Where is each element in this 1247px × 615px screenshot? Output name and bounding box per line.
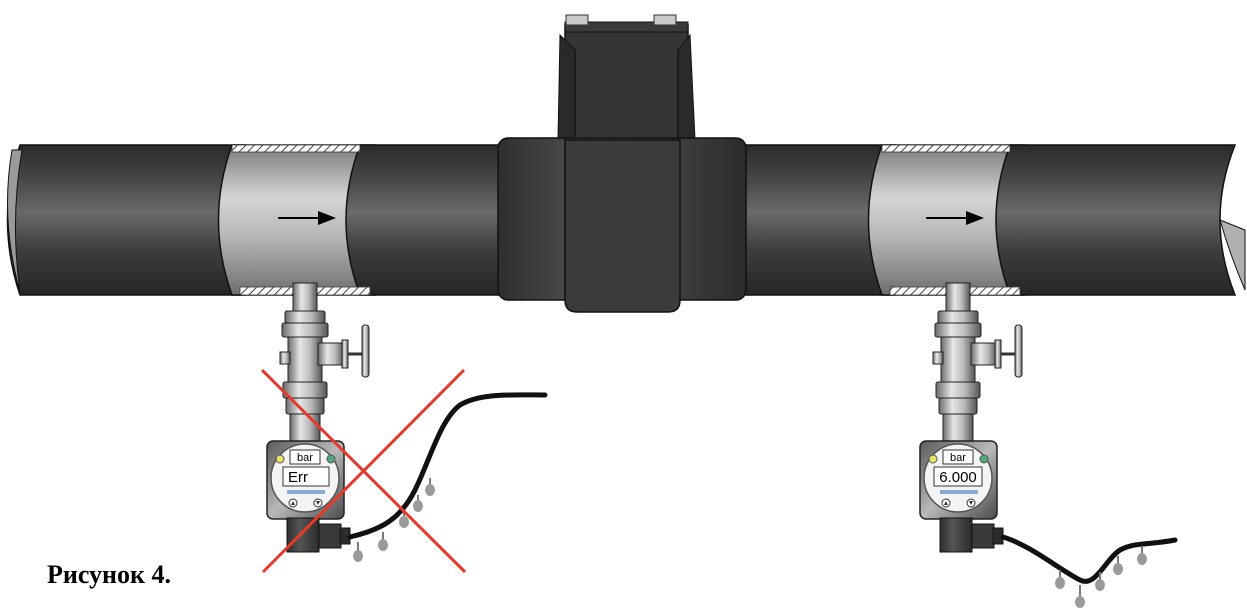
bolt-right-icon (653, 14, 677, 26)
flowmeter-body (497, 137, 747, 313)
flow-arrow-icon (926, 211, 984, 225)
water-drop-icon (1137, 546, 1147, 565)
cable-right (1000, 534, 1178, 584)
pipeline (6, 144, 1246, 296)
flowmeter-head (557, 14, 696, 141)
water-drop-icon (1095, 572, 1105, 591)
water-drop-icon (413, 495, 423, 512)
bolt-left-icon (565, 14, 589, 26)
sensor-assembly-right: bar 6.000 (919, 282, 1178, 584)
cable-left (347, 392, 548, 540)
water-drop-icon (1075, 585, 1085, 608)
led-green-icon (326, 454, 336, 464)
water-drops-right (1055, 546, 1147, 608)
led-yellow-icon (928, 454, 938, 464)
unit-label-left: bar (297, 452, 313, 464)
led-green-icon (979, 454, 989, 464)
display-value-right: 6.000 (939, 469, 977, 486)
water-drop-icon (1113, 556, 1123, 575)
water-drops-left (353, 478, 435, 562)
water-drop-icon (353, 542, 363, 562)
flow-arrow-icon (278, 211, 336, 225)
valve-handle-left[interactable] (361, 324, 370, 378)
led-yellow-icon (275, 454, 285, 464)
water-drop-icon (378, 532, 388, 551)
brand-logo-right (940, 490, 978, 494)
water-drop-icon (425, 478, 435, 496)
display-value-left: Err (288, 469, 308, 486)
valve-handle-right[interactable] (1014, 324, 1023, 378)
cross-mark-icon (260, 368, 467, 574)
water-drop-icon (1055, 570, 1065, 589)
unit-label-right: bar (950, 452, 966, 464)
brand-logo-left (287, 490, 325, 494)
sensor-assembly-left: bar Err (266, 282, 548, 553)
figure-caption: Рисунок 4. (47, 560, 172, 589)
